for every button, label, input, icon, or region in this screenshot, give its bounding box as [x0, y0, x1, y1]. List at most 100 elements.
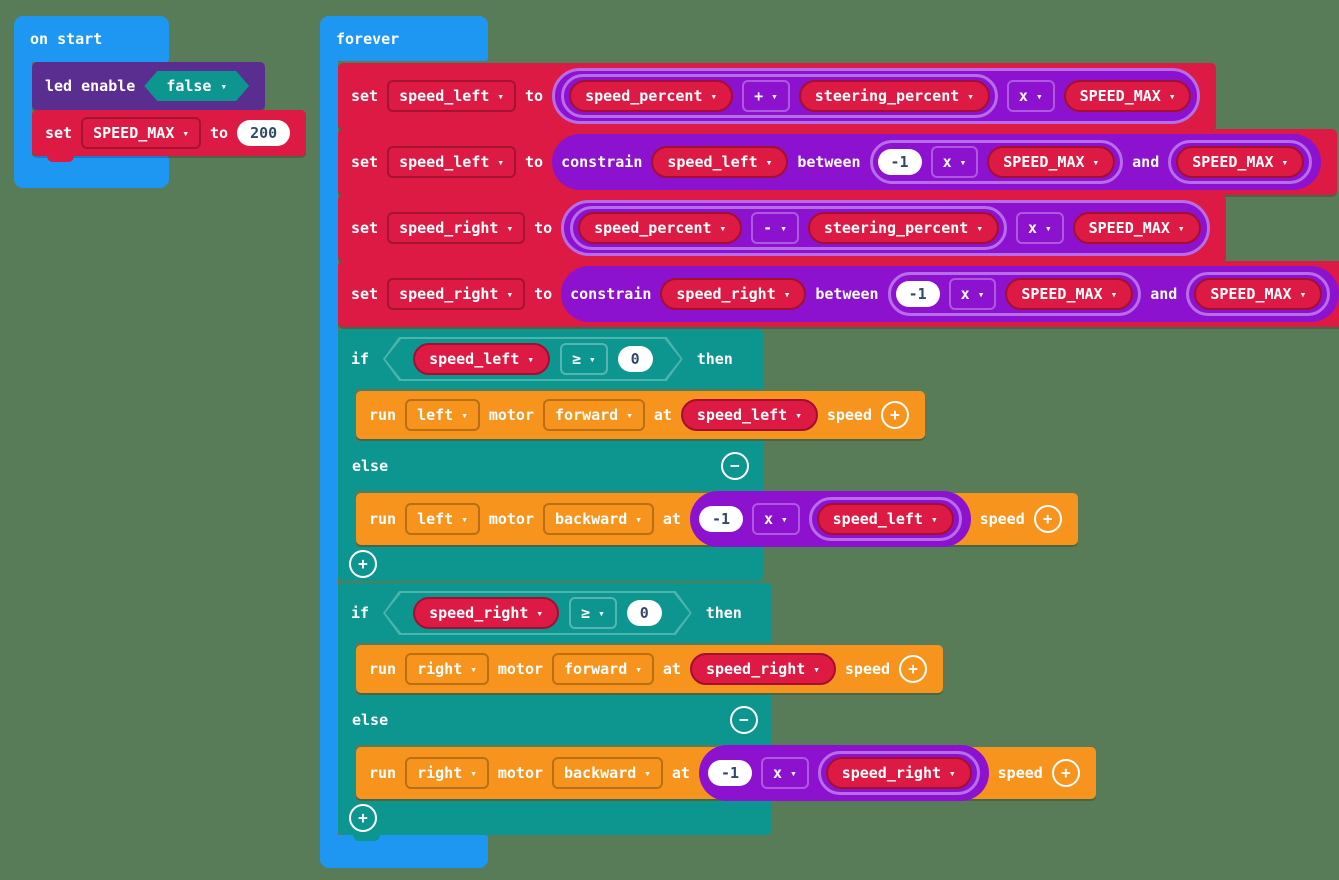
else-bar[interactable]: else −: [338, 441, 763, 491]
variable-pill[interactable]: steering_percent ▾: [798, 80, 990, 112]
variable-name: speed_right: [705, 660, 806, 678]
operator-dropdown[interactable]: x ▾: [761, 757, 809, 789]
run-motor-block[interactable]: run right ▾ motor backward ▾ at -1 x ▾ s…: [356, 745, 1096, 801]
plus-circle-icon[interactable]: +: [349, 550, 377, 578]
motor-direction-dropdown[interactable]: forward ▾: [543, 399, 645, 431]
chevron-down-icon: ▾: [949, 766, 956, 780]
variable-name: speed_right: [676, 285, 776, 303]
number-input[interactable]: 200: [237, 120, 291, 146]
set-speed-max-block[interactable]: set SPEED_MAX ▾ to 200: [32, 110, 307, 162]
number-input[interactable]: 0: [626, 600, 662, 626]
motor-direction-dropdown[interactable]: backward ▾: [543, 503, 654, 535]
set-keyword: set: [351, 87, 379, 105]
if-header[interactable]: if speed_left ▾ ≥ ▾ 0 then: [338, 329, 763, 389]
math-multiply-block[interactable]: -1 x ▾ speed_left ▾: [689, 491, 971, 547]
set-variable-block[interactable]: set speed_left ▾ to constrain speed_left…: [338, 129, 1338, 195]
number-input[interactable]: -1: [698, 506, 743, 532]
variable-pill[interactable]: speed_right ▾: [689, 653, 836, 685]
set-variable-block[interactable]: set speed_right ▾ to constrain speed_rig…: [338, 261, 1339, 327]
variable-pill[interactable]: speed_right ▾: [825, 757, 972, 789]
number-input[interactable]: -1: [877, 149, 922, 175]
plus-circle-icon[interactable]: +: [899, 655, 928, 683]
variable-pill[interactable]: SPEED_MAX ▾: [1176, 146, 1305, 178]
math-multiply-block[interactable]: -1 x ▾ SPEED_MAX ▾: [869, 140, 1124, 184]
variable-pill[interactable]: speed_left ▾: [816, 503, 954, 535]
run-motor-block[interactable]: run right ▾ motor forward ▾ at speed_rig…: [356, 645, 944, 693]
variable-dropdown[interactable]: SPEED_MAX ▾: [81, 117, 201, 149]
number-input[interactable]: 0: [617, 346, 653, 372]
variable-pill[interactable]: speed_right ▾: [660, 278, 807, 310]
plus-circle-icon[interactable]: +: [1051, 759, 1080, 787]
plus-circle-icon[interactable]: +: [881, 401, 909, 429]
variable-pill[interactable]: SPEED_MAX ▾: [1063, 80, 1192, 112]
set-variable-block[interactable]: set speed_left ▾ to speed_percent ▾ + ▾ …: [338, 63, 1217, 129]
variable-dropdown[interactable]: speed_right ▾: [387, 278, 526, 310]
set-variable-block[interactable]: set speed_right ▾ to speed_percent ▾ - ▾…: [338, 195, 1226, 261]
variable-pill[interactable]: speed_percent ▾: [569, 80, 734, 112]
motor-side-dropdown[interactable]: right ▾: [405, 653, 489, 685]
variable-name: speed_right: [399, 219, 499, 237]
if-footer: +: [338, 547, 763, 581]
math-multiply-block[interactable]: speed_percent ▾ - ▾ steering_percent ▾ x…: [561, 200, 1210, 256]
chevron-down-icon: ▾: [783, 287, 791, 301]
math-subtract-block[interactable]: speed_percent ▾ - ▾ steering_percent ▾: [570, 206, 1007, 250]
operator: +: [754, 87, 764, 105]
math-multiply-block[interactable]: speed_percent ▾ + ▾ steering_percent ▾ x…: [552, 68, 1201, 124]
plus-circle-icon[interactable]: +: [1033, 505, 1062, 533]
else-bar[interactable]: else −: [338, 695, 772, 745]
math-add-block[interactable]: speed_percent ▾ + ▾ steering_percent ▾: [561, 74, 998, 118]
operator-dropdown[interactable]: x ▾: [1015, 212, 1064, 244]
led-enable-block[interactable]: led enable false ▾: [32, 62, 266, 110]
math-multiply-block[interactable]: -1 x ▾ SPEED_MAX ▾: [887, 272, 1142, 316]
chevron-down-icon: ▾: [710, 89, 718, 103]
operator-dropdown[interactable]: x ▾: [948, 278, 997, 310]
if-header[interactable]: if speed_right ▾ ≥ ▾ 0 then: [338, 583, 772, 643]
comparison-operator-dropdown[interactable]: ≥ ▾: [569, 597, 617, 629]
operator-dropdown[interactable]: x ▾: [752, 503, 800, 535]
variable-pill[interactable]: speed_left ▾: [413, 343, 550, 375]
motor-direction-dropdown[interactable]: forward ▾: [552, 653, 654, 685]
if-else-block[interactable]: if speed_left ▾ ≥ ▾ 0 then: [338, 329, 1078, 581]
operator-dropdown[interactable]: x ▾: [1006, 80, 1055, 112]
comparison-operator-dropdown[interactable]: ≥ ▾: [560, 343, 608, 375]
operator-dropdown[interactable]: x ▾: [930, 146, 979, 178]
math-constrain-block[interactable]: constrain speed_left ▾ between -1 x ▾ SP…: [552, 134, 1322, 190]
minus-circle-icon[interactable]: −: [720, 452, 749, 480]
variable-pill[interactable]: speed_right ▾: [413, 597, 560, 629]
variable-pill[interactable]: steering_percent ▾: [807, 212, 999, 244]
number-input[interactable]: -1: [707, 760, 753, 786]
motor-side-dropdown[interactable]: right ▾: [405, 757, 489, 789]
math-multiply-block[interactable]: -1 x ▾ speed_right ▾: [698, 745, 989, 801]
minus-circle-icon[interactable]: −: [729, 706, 758, 734]
run-motor-block[interactable]: run left ▾ motor forward ▾ at speed_left…: [356, 391, 925, 439]
operator-dropdown[interactable]: - ▾: [751, 212, 799, 244]
set-keyword: set: [351, 285, 379, 303]
to-keyword: to: [534, 219, 553, 237]
variable-pill[interactable]: SPEED_MAX ▾: [987, 146, 1116, 178]
operator: ≥: [572, 350, 582, 368]
led-enable-value: false: [166, 77, 212, 95]
variable-dropdown[interactable]: speed_left ▾: [387, 80, 517, 112]
variable-pill[interactable]: SPEED_MAX ▾: [1194, 278, 1323, 310]
variable-dropdown[interactable]: speed_right ▾: [387, 212, 526, 244]
if-else-block[interactable]: if speed_right ▾ ≥ ▾ 0 then: [338, 583, 1096, 841]
motor-side-dropdown[interactable]: left ▾: [405, 399, 480, 431]
motor-direction-dropdown[interactable]: backward ▾: [552, 757, 663, 789]
number-input[interactable]: -1: [895, 281, 940, 307]
comparison-block[interactable]: speed_left ▾ ≥ ▾ 0: [383, 337, 683, 381]
led-enable-value-dropdown[interactable]: false ▾: [144, 71, 249, 101]
plus-circle-icon[interactable]: +: [349, 804, 377, 832]
math-constrain-block[interactable]: constrain speed_right ▾ between -1 x ▾ S…: [561, 266, 1339, 322]
comparison-block[interactable]: speed_right ▾ ≥ ▾ 0: [383, 591, 692, 635]
variable-dropdown[interactable]: speed_left ▾: [387, 146, 517, 178]
forever-header[interactable]: forever: [320, 16, 488, 61]
run-motor-block[interactable]: run left ▾ motor backward ▾ at -1 x ▾ sp…: [356, 491, 1078, 547]
variable-pill[interactable]: speed_left ▾: [651, 146, 789, 178]
motor-side-dropdown[interactable]: left ▾: [405, 503, 480, 535]
variable-pill[interactable]: SPEED_MAX ▾: [1072, 212, 1201, 244]
operator-dropdown[interactable]: + ▾: [742, 80, 790, 112]
variable-pill[interactable]: speed_percent ▾: [578, 212, 743, 244]
variable-pill[interactable]: SPEED_MAX ▾: [1005, 278, 1134, 310]
variable-pill[interactable]: speed_left ▾: [680, 399, 818, 431]
on-start-header[interactable]: on start: [14, 16, 169, 62]
